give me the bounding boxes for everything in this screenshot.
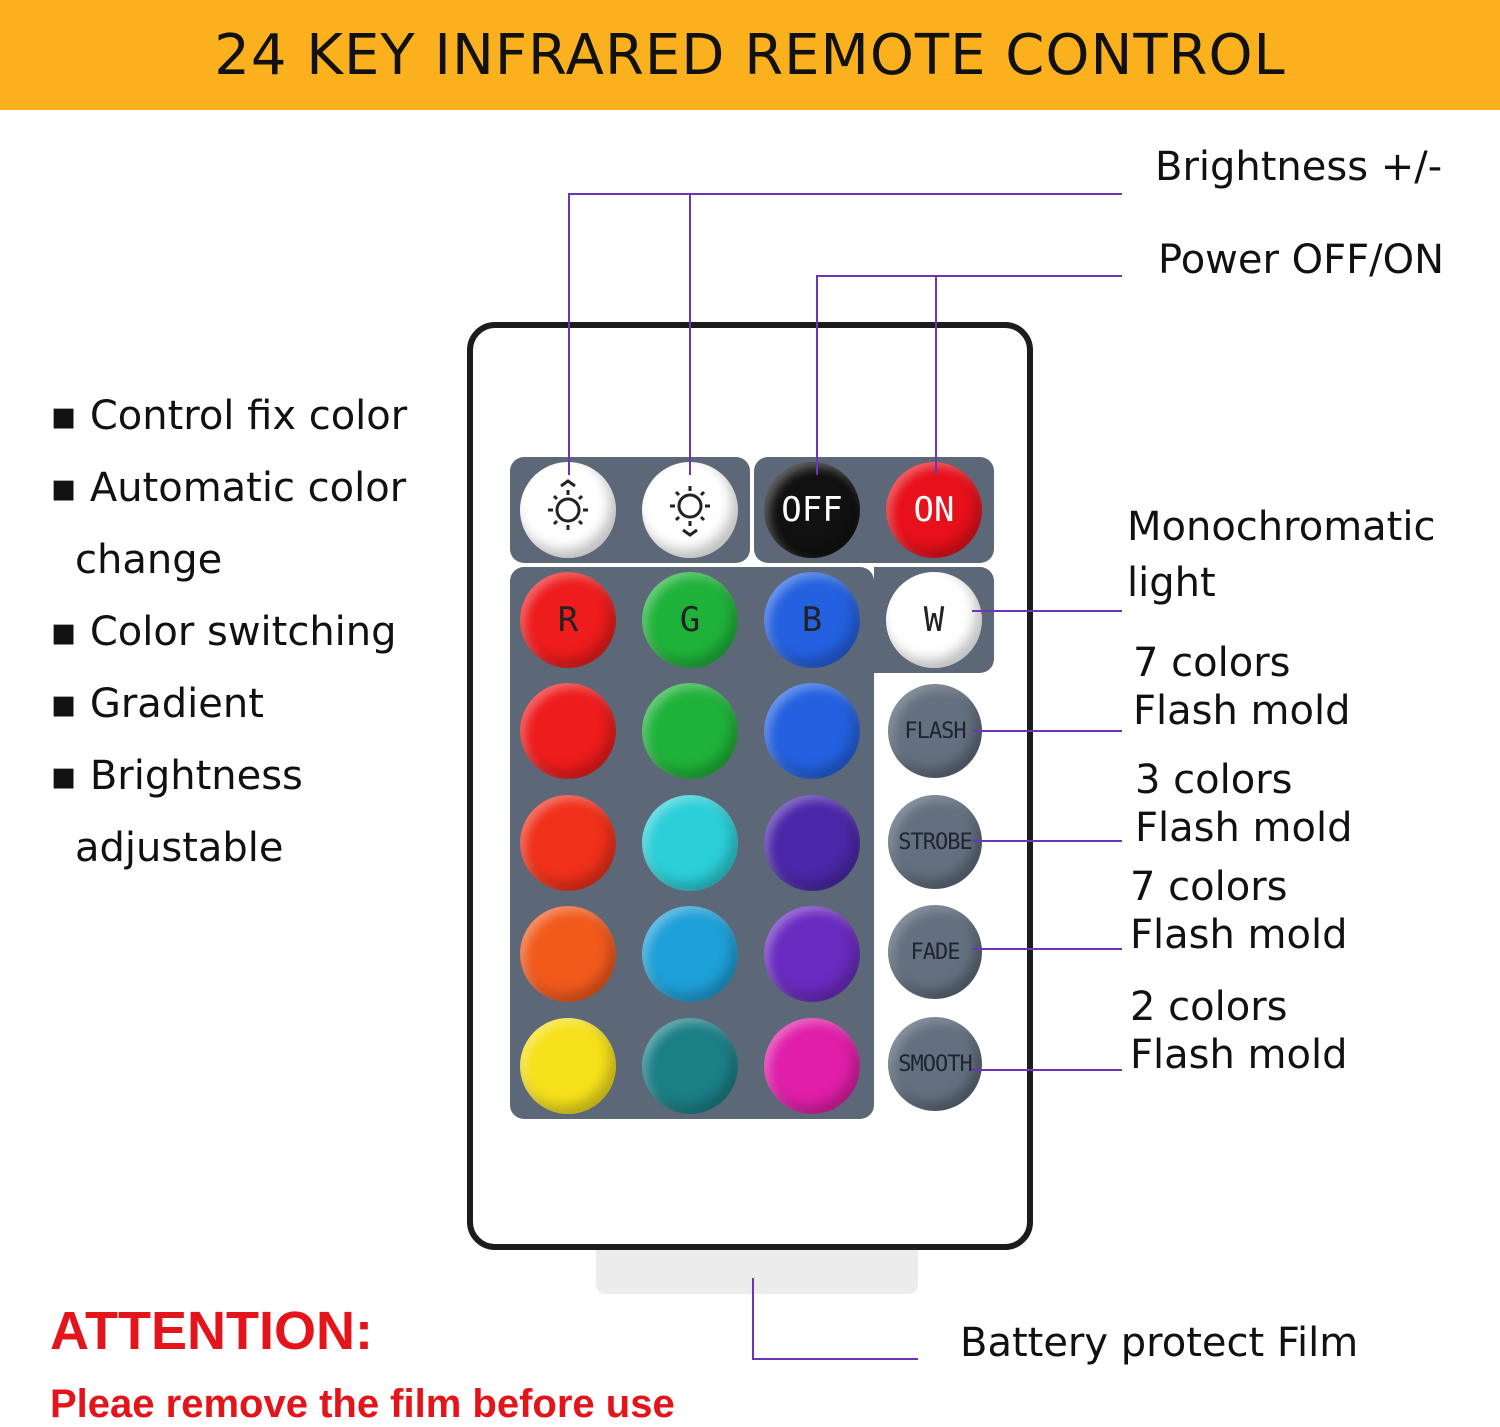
callout-line [972, 610, 1122, 612]
callout-line [816, 275, 1122, 277]
mono-label: light [1127, 560, 1216, 606]
feature-item: change [75, 537, 223, 583]
feature-item: ▪ Color switching [50, 609, 397, 655]
flash-label: Flash mold [1133, 688, 1351, 734]
callout-line [972, 730, 1122, 732]
mono-label: Monochromatic [1127, 504, 1436, 550]
callout-line [972, 840, 1122, 842]
attention-message: Pleae remove the film before use [50, 1382, 675, 1426]
flash-button[interactable]: FLASH [888, 684, 982, 778]
callout-line [752, 1358, 918, 1360]
feature-item: ▪ Automatic color [50, 465, 407, 511]
callout-line [752, 1278, 754, 1360]
battery-label: Battery protect Film [960, 1320, 1359, 1366]
color-button[interactable] [642, 906, 738, 1002]
callout-line [935, 275, 937, 475]
feature-item: ▪ Brightness [50, 753, 303, 799]
off-button-label: OFF [781, 490, 843, 530]
color-button[interactable] [642, 683, 738, 779]
banner-title: 24 KEY INFRARED REMOTE CONTROL [214, 22, 1286, 88]
on-button-label: ON [913, 490, 955, 530]
strobe-button[interactable]: STROBE [888, 795, 982, 889]
color-button[interactable] [520, 906, 616, 1002]
white-button[interactable]: W [886, 572, 982, 668]
callout-line [689, 193, 691, 475]
color-button[interactable] [642, 1018, 738, 1114]
brightness-up-icon [538, 478, 598, 542]
feature-item: adjustable [75, 825, 284, 871]
fade-label: 7 colors [1130, 864, 1288, 910]
callout-line [568, 193, 570, 475]
on-button[interactable]: ON [886, 462, 982, 558]
attention-title: ATTENTION: [50, 1301, 373, 1361]
color-button[interactable] [520, 683, 616, 779]
red-button[interactable]: R [520, 572, 616, 668]
callout-line [816, 275, 818, 475]
brightness-up-button[interactable] [520, 462, 616, 558]
strobe-label: Flash mold [1135, 805, 1353, 851]
green-button[interactable]: G [642, 572, 738, 668]
brightness-down-icon [660, 478, 720, 542]
off-button[interactable]: OFF [764, 462, 860, 558]
green-button-label: G [679, 600, 701, 640]
color-button[interactable] [520, 1018, 616, 1114]
color-button[interactable] [764, 795, 860, 891]
color-button[interactable] [764, 906, 860, 1002]
color-button[interactable] [764, 1018, 860, 1114]
color-button[interactable] [520, 795, 616, 891]
color-button[interactable] [764, 683, 860, 779]
brightness-down-button[interactable] [642, 462, 738, 558]
smooth-button-label: SMOOTH [898, 1051, 972, 1077]
feature-item: ▪ Control fix color [50, 393, 408, 439]
smooth-label: Flash mold [1130, 1032, 1348, 1078]
fade-button[interactable]: FADE [888, 905, 982, 999]
flash-button-label: FLASH [904, 718, 966, 744]
white-button-label: W [923, 600, 945, 640]
feature-item: ▪ Gradient [50, 681, 264, 727]
flash-label: 7 colors [1133, 640, 1291, 686]
strobe-label: 3 colors [1135, 757, 1293, 803]
red-button-label: R [557, 600, 579, 640]
callout-line [972, 948, 1122, 950]
callout-line [972, 1069, 1122, 1071]
brightness-label: Brightness +/- [1155, 144, 1443, 190]
fade-label: Flash mold [1130, 912, 1348, 958]
blue-button[interactable]: B [764, 572, 860, 668]
strobe-button-label: STROBE [898, 829, 972, 855]
callout-line [568, 193, 1122, 195]
color-button[interactable] [642, 795, 738, 891]
smooth-button[interactable]: SMOOTH [888, 1017, 982, 1111]
title-banner: 24 KEY INFRARED REMOTE CONTROL [0, 0, 1500, 110]
smooth-label: 2 colors [1130, 984, 1288, 1030]
fade-button-label: FADE [910, 939, 961, 965]
battery-film [596, 1250, 918, 1294]
blue-button-label: B [801, 600, 823, 640]
power-label: Power OFF/ON [1158, 237, 1445, 283]
